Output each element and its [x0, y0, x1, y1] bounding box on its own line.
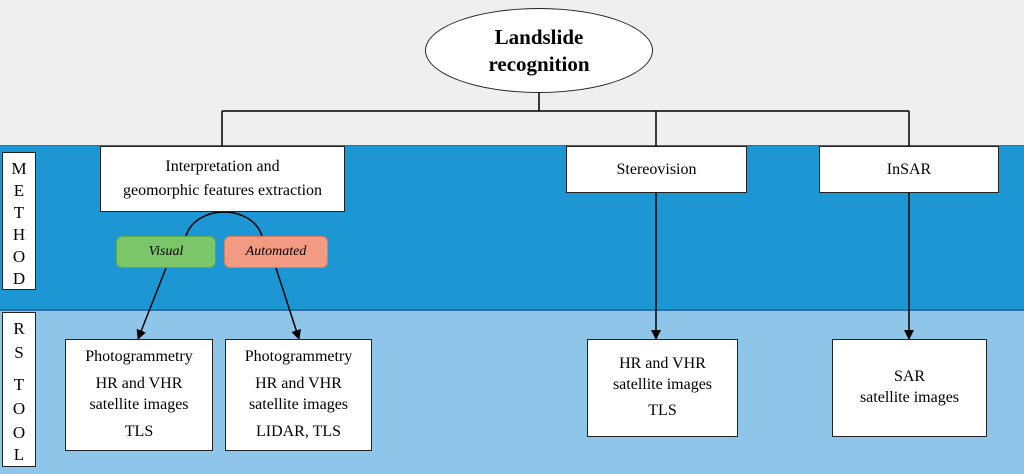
tool-item: satellite images — [859, 389, 960, 406]
root-title-line2: recognition — [488, 51, 590, 76]
interpretation-line1: Interpretation and — [165, 158, 280, 175]
method-letter: D — [12, 269, 26, 288]
landslide-recognition-node: Landslide recognition — [425, 8, 653, 93]
root-title-line1: Landslide — [494, 25, 584, 50]
tool-letter: S — [14, 343, 24, 362]
tool-letter: L — [13, 445, 25, 464]
tool-item: Photogrammetry — [244, 348, 353, 366]
tool-letter: O — [12, 423, 26, 442]
tool-item: HR and VHR — [619, 354, 706, 372]
method-side-label: M E T H O D — [2, 152, 36, 290]
tool-item: HR and VHR — [95, 375, 183, 393]
method-letter: T — [13, 203, 25, 222]
tool-letter: O — [12, 399, 26, 418]
insar-label: InSAR — [886, 160, 932, 178]
tool-item: satellite images — [248, 396, 349, 413]
visual-tools-box: Photogrammetry HR and VHR satellite imag… — [65, 339, 213, 451]
stereovision-label: Stereovision — [616, 160, 697, 178]
rs-tool-side-label: R S T O O L — [2, 312, 36, 467]
tool-letter: R — [13, 319, 25, 338]
sar-tools-box: SAR satellite images — [832, 339, 987, 437]
tool-item: satellite images — [612, 375, 713, 393]
interpretation-method-box: Interpretation and geomorphic features e… — [100, 146, 345, 212]
tool-item: HR and VHR — [255, 375, 342, 393]
tool-letter: T — [13, 375, 25, 394]
method-letter: O — [12, 247, 26, 266]
method-letter: H — [12, 225, 26, 244]
interpretation-arc — [185, 211, 263, 237]
method-letter: M — [11, 159, 27, 178]
interpretation-line2: geomorphic features extraction — [122, 182, 323, 199]
stereovision-tools-box: HR and VHR satellite images TLS — [587, 339, 738, 437]
visual-arrow — [136, 267, 167, 340]
tool-item: Photogrammetry — [85, 348, 193, 366]
tool-item: TLS — [124, 422, 154, 440]
tool-item: satellite images — [89, 396, 189, 413]
automated-tools-box: Photogrammetry HR and VHR satellite imag… — [225, 339, 372, 451]
tool-item: LIDAR, TLS — [255, 422, 342, 440]
tool-item: SAR — [893, 368, 926, 386]
method-letter: E — [13, 181, 25, 200]
tool-item: TLS — [648, 402, 677, 420]
automated-arrow — [275, 267, 301, 340]
stereovision-method-box: Stereovision — [566, 146, 747, 193]
insar-method-box: InSAR — [819, 146, 999, 193]
visual-pill: Visual — [116, 236, 216, 268]
automated-pill: Automated — [224, 236, 328, 268]
